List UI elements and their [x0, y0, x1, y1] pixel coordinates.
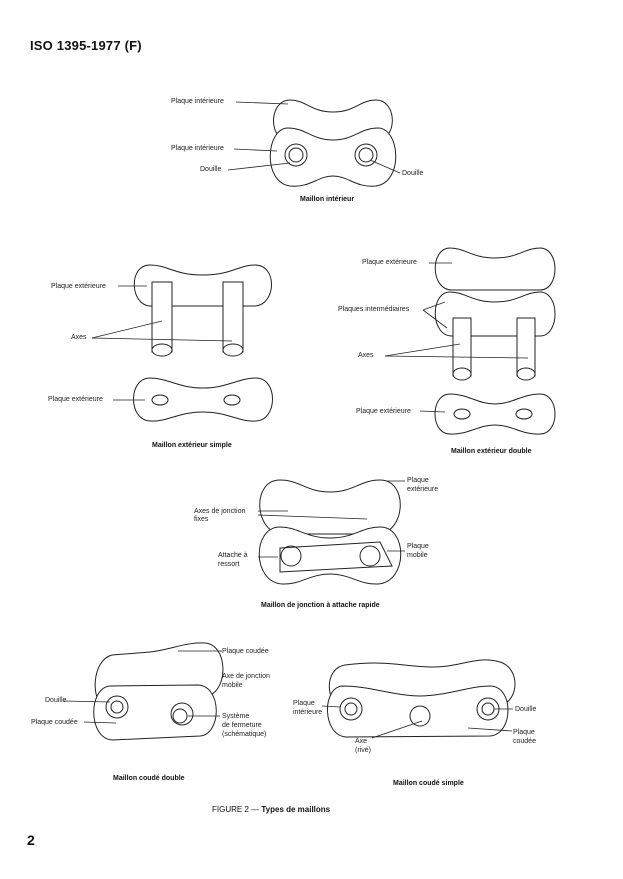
label-outer-plate-junction-2: extérieure [407, 486, 439, 493]
exterior-simple-link-drawing [91, 264, 273, 422]
figure-title: Types de maillons [261, 805, 331, 814]
label-locking-system-1: Système [222, 713, 250, 720]
label-bent-plate-top: Plaque coudée [222, 648, 269, 655]
label-outer-plate-top: Plaque extérieure [51, 283, 106, 290]
label-inner-plate-bent-2: intérieure [293, 709, 323, 716]
label-intermediate-plates: Plaques intermédiaires [338, 306, 410, 313]
bent-double-link-drawing [62, 642, 224, 741]
label-inner-plate-front: Plaque intérieure [171, 145, 224, 152]
label-mobile-plate-2: mobile [407, 552, 428, 559]
label-riveted-pin-2: (rivé) [355, 747, 371, 754]
label-bush-left: Douille [200, 166, 222, 173]
caption-junction-link: Maillon de jonction à attache rapide [261, 602, 380, 609]
caption-exterior-simple: Maillon extérieur simple [152, 442, 232, 449]
page-number: 2 [27, 832, 35, 848]
label-bent-plate-bottom: Plaque coudée [31, 719, 78, 726]
bent-simple-link-drawing [321, 659, 516, 739]
label-mobile-pin-2: mobile [222, 682, 243, 689]
label-outer-plate-bottom: Plaque extérieure [48, 396, 103, 403]
label-locking-system-2: de fermeture [222, 722, 262, 729]
caption-interior-link: Maillon intérieur [300, 196, 355, 203]
figure-caption: FIGURE 2 — Types de maillons [212, 805, 330, 814]
label-outer-plate-junction-1: Plaque [407, 477, 429, 484]
label-pins: Axes [71, 334, 87, 341]
label-bush-bent-double: Douille [45, 697, 67, 704]
caption-bent-simple: Maillon coudé simple [393, 780, 464, 787]
label-spring-clip-1: Attache à [218, 552, 248, 559]
label-outer-plate-top-double: Plaque extérieure [362, 259, 417, 266]
label-spring-clip-2: ressort [218, 561, 240, 568]
label-bent-plate-simple-1: Plaque [513, 729, 535, 736]
label-outer-plate-bottom-double: Plaque extérieure [356, 408, 411, 415]
label-inner-plate-top: Plaque intérieure [171, 98, 224, 105]
label-fixed-pins-2: fixes [194, 516, 209, 523]
document-header: ISO 1395-1977 (F) [30, 38, 142, 53]
label-riveted-pin-1: Axe [355, 738, 368, 745]
interior-link-drawing [227, 99, 401, 187]
caption-bent-double: Maillon coudé double [113, 775, 185, 782]
junction-link-drawing [257, 479, 405, 585]
label-bent-plate-simple-2: coudée [513, 738, 536, 745]
exterior-double-link-drawing [384, 247, 556, 435]
label-locking-system-3: (schématique) [222, 731, 267, 738]
label-pins-double: Axes [358, 352, 374, 359]
label-mobile-plate-1: Plaque [407, 543, 429, 550]
label-bush-bent-simple: Douille [515, 706, 537, 713]
label-bush-right: Douille [402, 170, 424, 177]
caption-exterior-double: Maillon extérieur double [451, 448, 532, 455]
label-mobile-pin-1: Axe de jonction [222, 673, 270, 680]
label-fixed-pins-1: Axes de jonction [194, 508, 246, 515]
label-inner-plate-bent-1: Plaque [293, 700, 315, 707]
figure-number: FIGURE 2 — [212, 805, 260, 814]
